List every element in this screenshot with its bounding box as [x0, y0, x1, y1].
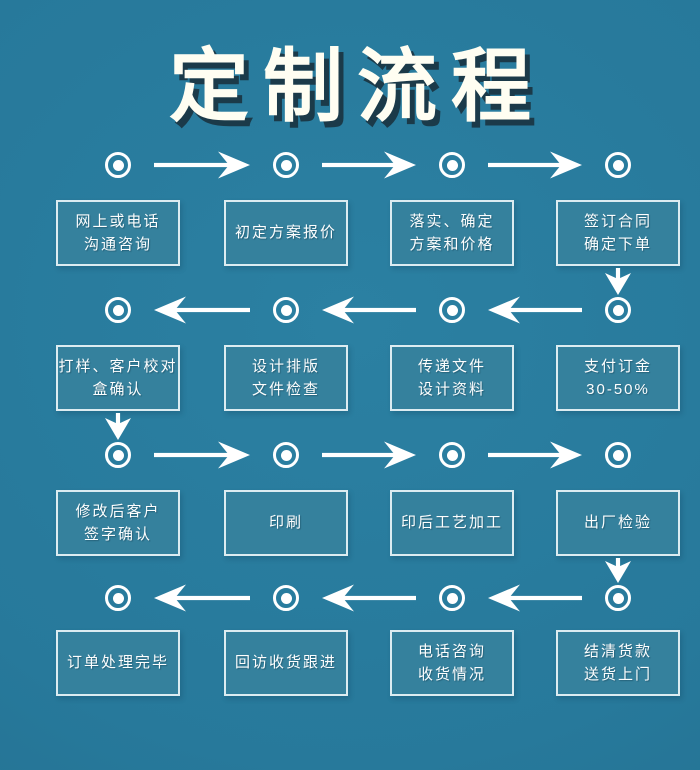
step-node-dot — [612, 592, 624, 604]
step-box: 落实、确定 方案和价格 — [390, 200, 514, 266]
step-box: 签订合同 确定下单 — [556, 200, 680, 266]
step-node — [605, 297, 631, 323]
step-node — [273, 585, 299, 611]
step-node-dot — [612, 159, 624, 171]
step-box-label: 设计排版 文件检查 — [251, 357, 320, 398]
arrow-left-icon — [154, 295, 250, 325]
step-node — [105, 585, 131, 611]
step-box: 印刷 — [224, 490, 348, 556]
step-box-label: 印刷 — [268, 514, 303, 532]
step-node-dot — [280, 449, 292, 461]
step-box-label: 初定方案报价 — [234, 224, 337, 242]
step-node-dot — [280, 304, 292, 316]
arrow-left-icon — [154, 583, 250, 613]
step-node — [605, 442, 631, 468]
step-node — [105, 442, 131, 468]
step-box-label: 出厂检验 — [583, 514, 652, 532]
step-node — [105, 152, 131, 178]
arrow-right-icon — [488, 150, 582, 180]
step-node — [605, 585, 631, 611]
arrow-down-icon — [602, 558, 634, 583]
arrow-left-icon — [322, 583, 416, 613]
step-box-label: 网上或电话 沟通咨询 — [75, 212, 161, 253]
step-box-label: 支付订金 30-50% — [583, 357, 652, 398]
step-box: 打样、客户校对 盒确认 — [56, 345, 180, 411]
arrow-right-icon — [154, 150, 250, 180]
step-box: 结清货款 送货上门 — [556, 630, 680, 696]
step-node — [439, 152, 465, 178]
step-node — [105, 297, 131, 323]
arrow-right-icon — [488, 440, 582, 470]
arrow-left-icon — [488, 295, 582, 325]
step-node-dot — [612, 449, 624, 461]
step-node-dot — [280, 159, 292, 171]
step-node-dot — [112, 159, 124, 171]
step-box: 出厂检验 — [556, 490, 680, 556]
step-box: 网上或电话 沟通咨询 — [56, 200, 180, 266]
step-box: 设计排版 文件检查 — [224, 345, 348, 411]
step-node-dot — [446, 159, 458, 171]
step-box: 订单处理完毕 — [56, 630, 180, 696]
step-box-label: 修改后客户 签字确认 — [75, 502, 161, 543]
step-node-dot — [112, 449, 124, 461]
step-node — [273, 297, 299, 323]
step-box-label: 印后工艺加工 — [400, 514, 503, 532]
step-box: 印后工艺加工 — [390, 490, 514, 556]
step-box-label: 订单处理完毕 — [66, 654, 169, 672]
step-node — [439, 585, 465, 611]
step-box-label: 落实、确定 方案和价格 — [409, 212, 495, 253]
step-node-dot — [446, 592, 458, 604]
step-node — [605, 152, 631, 178]
step-box-label: 签订合同 确定下单 — [583, 212, 652, 253]
step-box: 初定方案报价 — [224, 200, 348, 266]
step-box: 支付订金 30-50% — [556, 345, 680, 411]
step-box: 电话咨询 收货情况 — [390, 630, 514, 696]
step-box-label: 回访收货跟进 — [234, 654, 337, 672]
step-box: 回访收货跟进 — [224, 630, 348, 696]
step-node-dot — [612, 304, 624, 316]
arrow-down-icon — [602, 268, 634, 295]
arrow-left-icon — [488, 583, 582, 613]
arrow-down-icon — [102, 413, 134, 440]
step-node — [439, 297, 465, 323]
step-box-label: 电话咨询 收货情况 — [417, 642, 486, 683]
page-title: 定制流程 — [169, 42, 545, 131]
step-node-dot — [112, 592, 124, 604]
arrow-right-icon — [322, 440, 416, 470]
arrow-left-icon — [322, 295, 416, 325]
step-box: 修改后客户 签字确认 — [56, 490, 180, 556]
arrow-right-icon — [322, 150, 416, 180]
step-node — [273, 442, 299, 468]
step-node — [273, 152, 299, 178]
step-node — [439, 442, 465, 468]
arrow-right-icon — [154, 440, 250, 470]
step-box-label: 传递文件 设计资料 — [417, 357, 486, 398]
step-node-dot — [112, 304, 124, 316]
step-box: 传递文件 设计资料 — [390, 345, 514, 411]
step-node-dot — [446, 304, 458, 316]
step-box-label: 打样、客户校对 盒确认 — [58, 357, 178, 398]
step-node-dot — [280, 592, 292, 604]
step-node-dot — [446, 449, 458, 461]
step-box-label: 结清货款 送货上门 — [583, 642, 652, 683]
